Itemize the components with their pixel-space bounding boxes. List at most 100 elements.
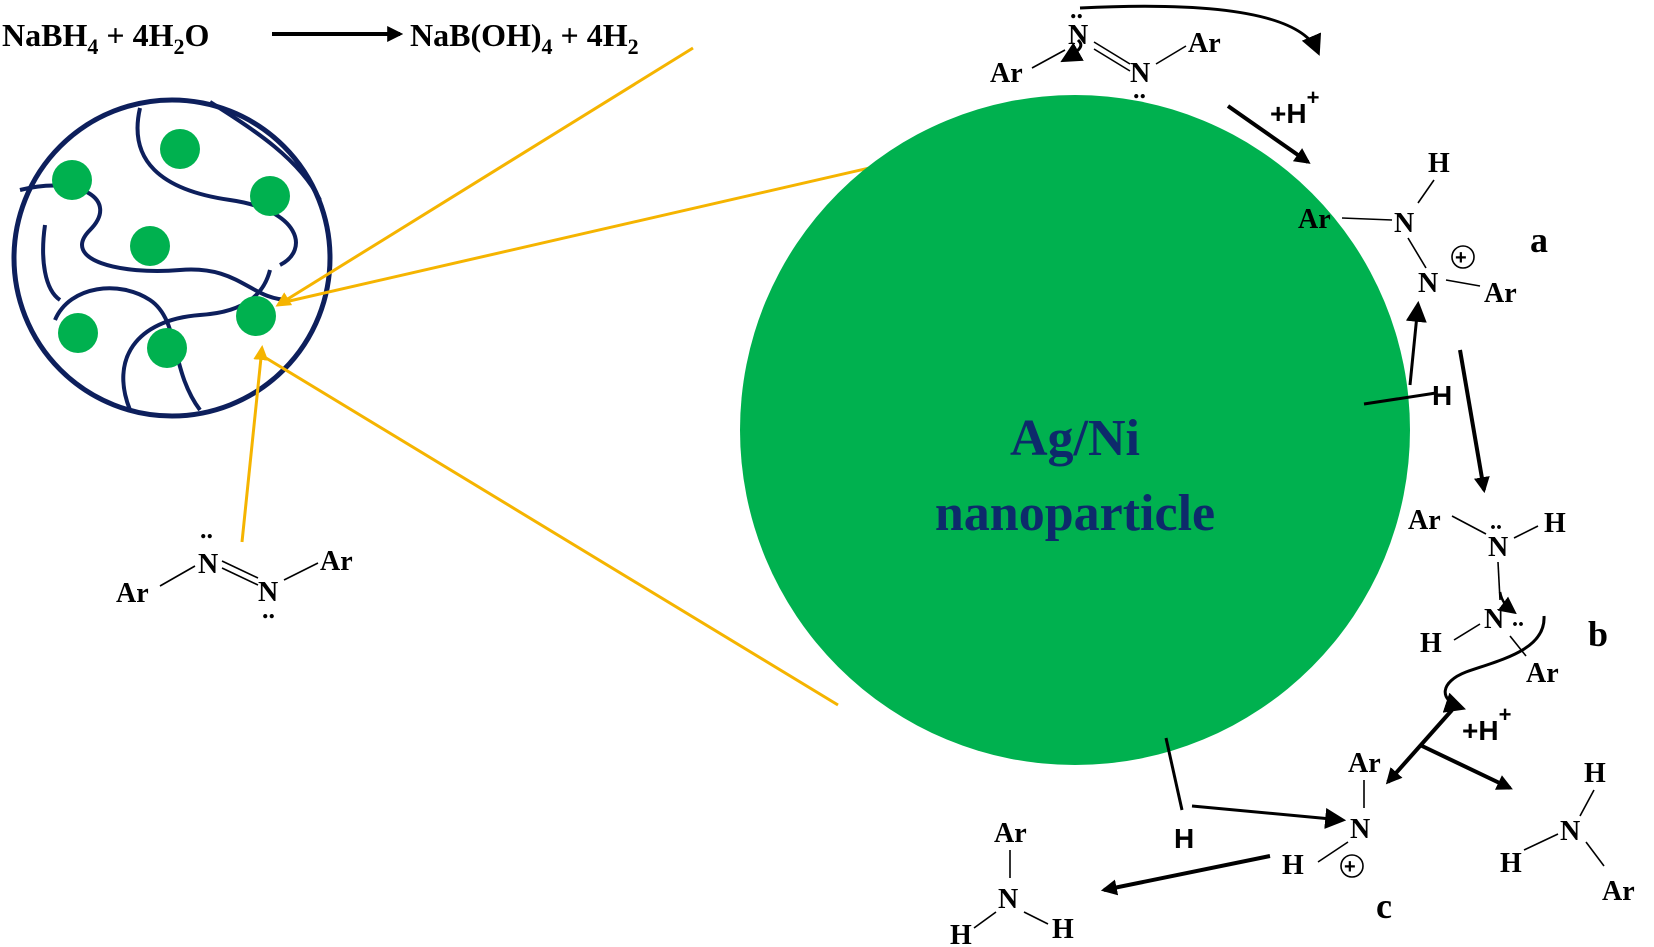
double-bond	[221, 567, 259, 586]
ar-label: Ar	[1408, 505, 1441, 536]
ar-label: Ar	[1348, 748, 1381, 779]
hydride-transfer-arrow	[1405, 300, 1427, 386]
arrow-protonation-1	[1226, 104, 1311, 164]
positive-charge	[1340, 854, 1364, 878]
positive-charge-sign: +	[1344, 856, 1356, 878]
n-label: N	[1560, 816, 1580, 847]
n-label: N	[1130, 58, 1150, 89]
bond	[1453, 623, 1481, 641]
matrix-strand	[135, 107, 298, 267]
amine-product-right: H N H Ar	[1500, 758, 1635, 907]
n-label: N	[198, 549, 218, 580]
ar-label: Ar	[116, 578, 149, 609]
step-label-b: b	[1588, 614, 1608, 654]
intermediate-b: Ar N .. H N .. H Ar b	[1408, 505, 1608, 713]
bond	[1031, 49, 1066, 69]
h-label: H	[1420, 628, 1442, 659]
azo-compound-reactant: Ar N .. N .. Ar	[116, 515, 353, 624]
nanoparticle-dot	[236, 296, 276, 336]
matrix-strand	[53, 286, 202, 412]
curved-arrow-top	[1079, 4, 1321, 56]
intermediate-c: Ar N H + c	[1282, 748, 1392, 926]
bond	[1407, 237, 1427, 269]
h-label: H	[1432, 380, 1452, 411]
h-label: H	[1584, 758, 1606, 789]
step-label-c: c	[1376, 886, 1392, 926]
polymer-matrix	[11, 97, 333, 419]
n-label: N	[1350, 814, 1370, 845]
equation-rhs: NaB(OH)4 + 4H2	[410, 17, 639, 59]
surface-hydride-right: H	[1363, 300, 1452, 411]
bond	[159, 565, 196, 587]
ar-label: Ar	[1484, 278, 1517, 309]
n-label: N	[1068, 20, 1088, 51]
azo-compound-top: Ar N .. N .. Ar	[990, 0, 1321, 104]
n-label: N	[1488, 532, 1508, 563]
h-label: H	[1544, 508, 1566, 539]
h-label: H	[1282, 850, 1304, 881]
n-label: N	[1394, 208, 1414, 239]
ar-label: Ar	[320, 546, 353, 577]
lone-pair: ..	[1133, 75, 1146, 104]
bond	[1509, 635, 1527, 657]
lone-pair: ..	[1512, 606, 1524, 632]
electron-push-arrow	[1497, 591, 1517, 615]
amine-product-left: Ar N H H	[950, 818, 1074, 947]
positive-charge-sign: +	[1455, 247, 1467, 269]
bond	[1585, 841, 1605, 867]
ar-label: Ar	[1526, 658, 1559, 689]
proton-mid: +H+	[1462, 702, 1511, 746]
curved-arrow-b	[1442, 615, 1546, 713]
ar-label: Ar	[1188, 28, 1221, 59]
nanoparticle-dot	[58, 313, 98, 353]
h-label: H	[1500, 848, 1522, 879]
lone-pair: ..	[1070, 0, 1083, 24]
ag-ni-nanoparticle: Ag/Ni nanoparticle	[740, 95, 1410, 765]
arrow-reduction-1	[1458, 349, 1490, 494]
nanoparticle-dot	[250, 176, 290, 216]
h-label: H	[950, 920, 972, 947]
particle-label-line1: Ag/Ni	[1010, 410, 1140, 467]
surface-bond	[1164, 737, 1184, 811]
double-bond	[1093, 41, 1131, 65]
n-label: N	[1484, 604, 1504, 635]
step-label-a: a	[1530, 220, 1548, 260]
h-label: H	[1052, 914, 1074, 945]
electron-push-arrow	[1060, 38, 1084, 63]
bond	[1513, 525, 1539, 539]
arrow-to-amine-right	[1419, 743, 1513, 790]
bond	[1451, 515, 1487, 535]
nanoparticle-sphere	[740, 95, 1410, 765]
positive-charge	[1451, 245, 1475, 269]
lone-pair: ..	[262, 595, 275, 624]
nanoparticle-dot	[160, 129, 200, 169]
lone-pair: ..	[200, 515, 213, 544]
bond	[1417, 179, 1435, 204]
h-label: H	[1428, 148, 1450, 179]
nanoparticle-dot	[130, 226, 170, 266]
bond	[1341, 217, 1393, 221]
pointer-from-azo	[240, 345, 269, 543]
bond	[1023, 911, 1049, 925]
lone-pair: ..	[1490, 509, 1502, 535]
nanoparticle-dot	[147, 328, 187, 368]
surface-hydride-bottom: H	[1164, 737, 1347, 854]
pointer-from-hydrogen	[275, 46, 694, 307]
ar-label: Ar	[1298, 204, 1331, 235]
ar-label: Ar	[1602, 876, 1635, 907]
arrow-to-amine-left	[1100, 854, 1271, 896]
matrix-strand	[121, 269, 272, 411]
bond	[1523, 833, 1559, 851]
matrix-strand	[208, 100, 322, 201]
double-bond	[221, 560, 259, 579]
bond	[283, 562, 319, 581]
matrix-strand	[41, 224, 62, 302]
nanoparticle-dot	[52, 160, 92, 200]
zoom-line-bottom	[265, 356, 839, 707]
proton-top: +H+	[1270, 85, 1319, 129]
hydrolysis-equation: NaBH4 + 4H2O NaB(OH)4 + 4H2	[2, 17, 639, 59]
bond	[1445, 279, 1481, 287]
matrix-outline	[11, 97, 333, 419]
double-bond	[1093, 48, 1131, 72]
